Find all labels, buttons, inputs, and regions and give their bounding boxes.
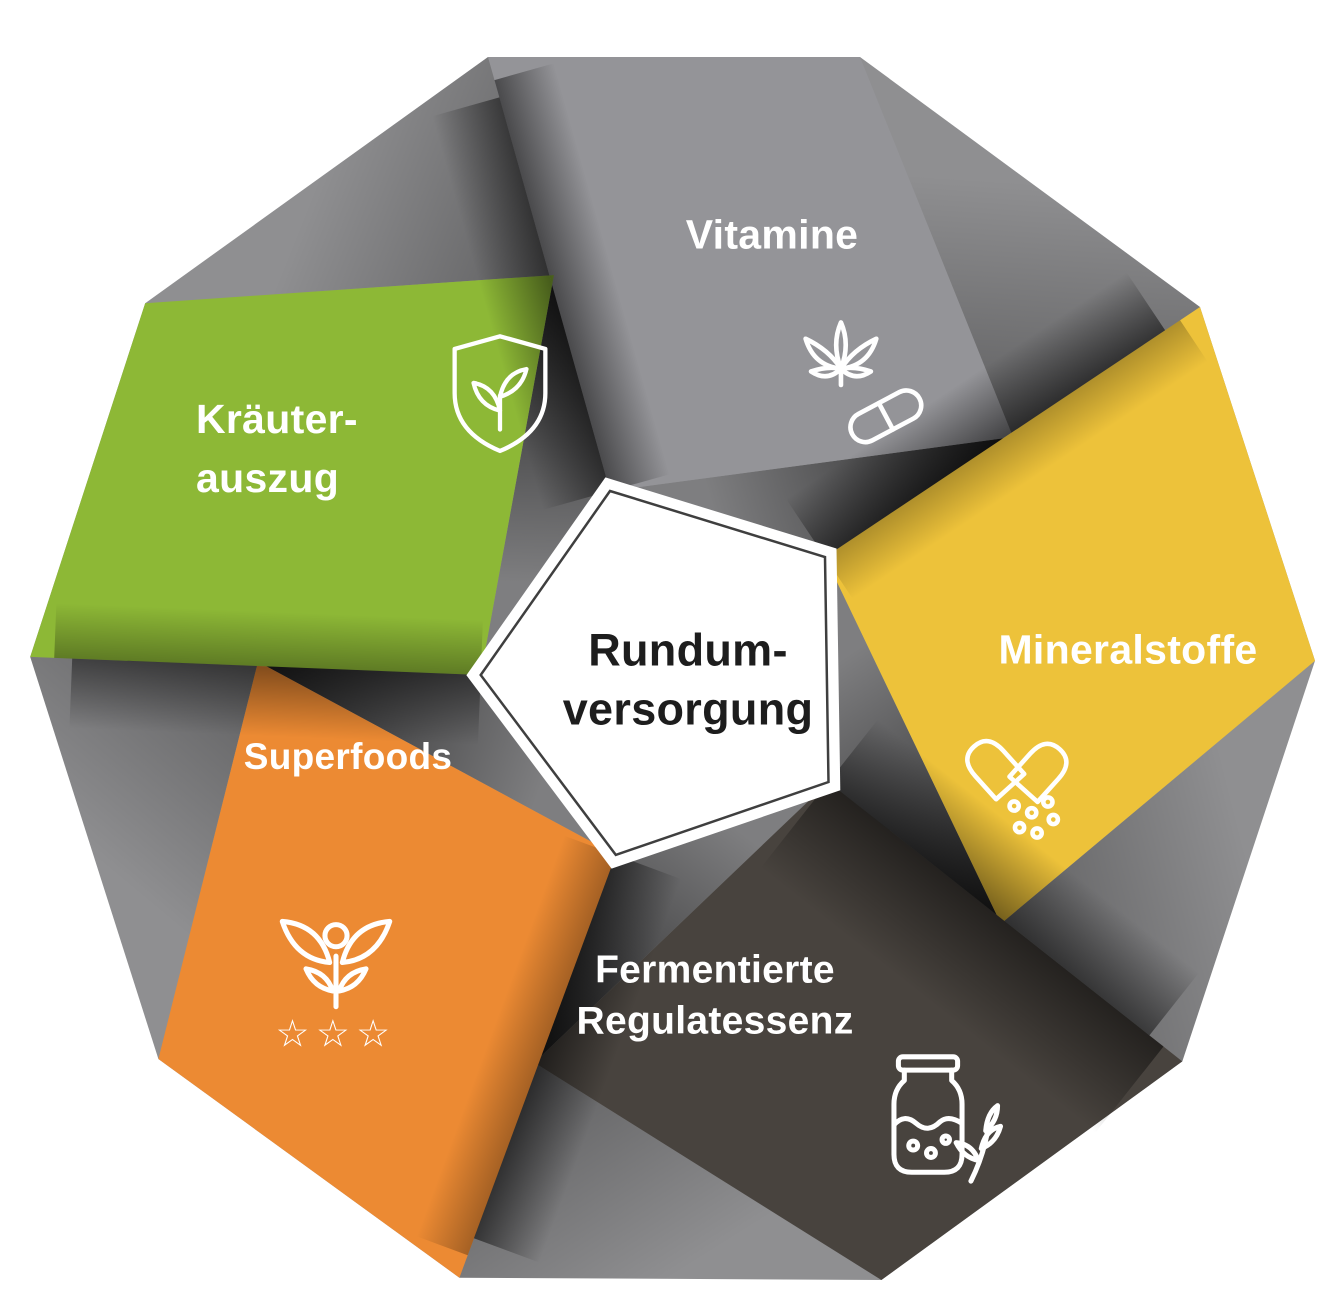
open-capsule-minerals-icon [948, 721, 1083, 856]
segment-label-vitamine: Vitamine [685, 211, 859, 258]
center-label: Rundum- versorgung [563, 622, 814, 739]
kraeuter-line2: auszug [196, 455, 340, 502]
fermentation-jar-icon-svg [891, 1054, 1004, 1184]
shield-sprout-icon-svg [452, 334, 548, 454]
center-line2: versorgung [562, 683, 814, 734]
svg-text:☆☆☆: ☆☆☆ [276, 1011, 397, 1055]
segment-label-kraeuterauszug: Kräuter- auszug [196, 390, 358, 508]
shield-sprout-icon [437, 330, 563, 456]
fermentierte-line2: Regulatessenz [576, 1000, 854, 1043]
fermentation-jar-icon [854, 1042, 1004, 1190]
open-capsule-minerals-icon-svg [965, 738, 1069, 840]
segment-label-fermentierte-regulatessenz: Fermentierte Regulatessenz [577, 945, 854, 1048]
plant-person-stars-icon: ☆☆☆ [257, 893, 415, 1055]
kraeuter-line1: Kräuter- [196, 396, 358, 442]
center-line1: Rundum- [588, 624, 788, 676]
hemp-leaf-capsule-icon-svg [803, 320, 924, 445]
fermentierte-line1: Fermentierte [595, 948, 835, 992]
plant-person-stars-icon-svg: ☆☆☆ [276, 918, 393, 1055]
segment-label-superfoods: Superfoods [243, 736, 453, 777]
hemp-leaf-capsule-icon [792, 317, 928, 453]
segment-label-mineralstoffe: Mineralstoffe [998, 626, 1258, 673]
